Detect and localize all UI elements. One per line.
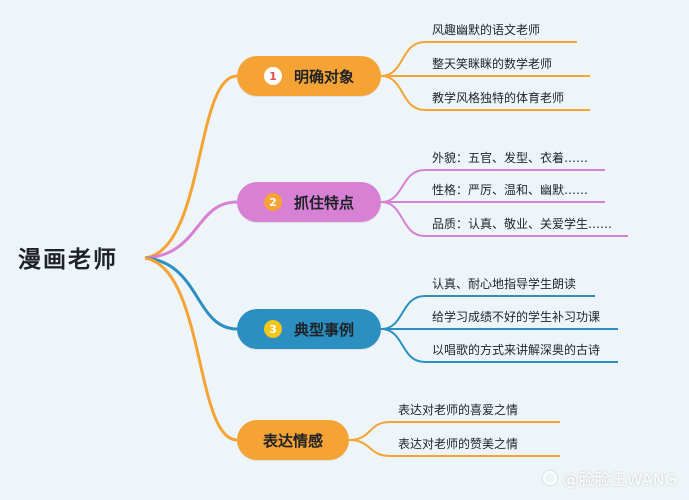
leaf-b4-1: 表达对老师的喜爱之情	[398, 403, 519, 417]
leaf-b1-2: 整天笑眯眯的数学老师	[432, 57, 553, 71]
connector-root-branch-1	[144, 74, 238, 260]
branch-label-1: 明确对象	[293, 67, 354, 86]
branch-node-2[interactable]: 2 抓住特点	[237, 182, 381, 222]
connector-root-branch-4	[144, 256, 238, 442]
leaf-b2-2: 性格：严厉、温和、幽默……	[432, 183, 589, 197]
connector-root-branch-3	[144, 256, 238, 331]
connector-b3-leaf-1	[380, 295, 595, 330]
branch-node-1[interactable]: 1 明确对象	[237, 56, 381, 96]
leaf-b2-3: 品质：认真、敬业、关爱学生……	[432, 217, 613, 231]
branch-label-2: 抓住特点	[293, 193, 354, 212]
leaf-b3-3: 以唱歌的方式来讲解深奥的古诗	[432, 343, 601, 357]
connector-b2-leaf-1	[380, 169, 605, 203]
root-node-title: 漫画老师	[18, 247, 118, 273]
connector-b4-leaf-1	[348, 421, 560, 441]
branch-node-4[interactable]: 表达情感	[237, 420, 349, 460]
connector-b4-leaf-2	[348, 439, 560, 457]
watermark-text: @脸脸王WANG	[562, 470, 677, 489]
leaf-b2-1: 外貌：五官、发型、衣着……	[432, 151, 589, 165]
branch-number-badge-1: 1	[263, 67, 282, 85]
leaf-b1-3: 教学风格独特的体育老师	[432, 91, 565, 105]
branch-number-badge-2: 2	[263, 193, 282, 211]
leaf-b3-1: 认真、耐心地指导学生朗读	[432, 277, 577, 291]
connector-b3-leaf-3	[380, 328, 618, 363]
watermark: @脸脸王WANG	[542, 466, 677, 490]
branch-label-3: 典型事例	[293, 320, 354, 339]
leaf-b4-2: 表达对老师的赞美之情	[398, 437, 519, 451]
connector-b1-leaf-1	[380, 41, 577, 77]
branch-node-3[interactable]: 3 典型事例	[237, 309, 381, 349]
connector-b1-leaf-3	[380, 75, 590, 111]
watermark-logo-icon	[542, 471, 557, 485]
leaf-b1-1: 风趣幽默的语文老师	[432, 23, 541, 37]
connector-b2-leaf-3	[380, 201, 628, 237]
branch-number-badge-3: 3	[263, 320, 282, 338]
connector-root-branch-2	[144, 200, 238, 260]
branch-label-4: 表达情感	[262, 431, 323, 450]
leaf-b3-2: 给学习成绩不好的学生补习功课	[432, 310, 601, 324]
